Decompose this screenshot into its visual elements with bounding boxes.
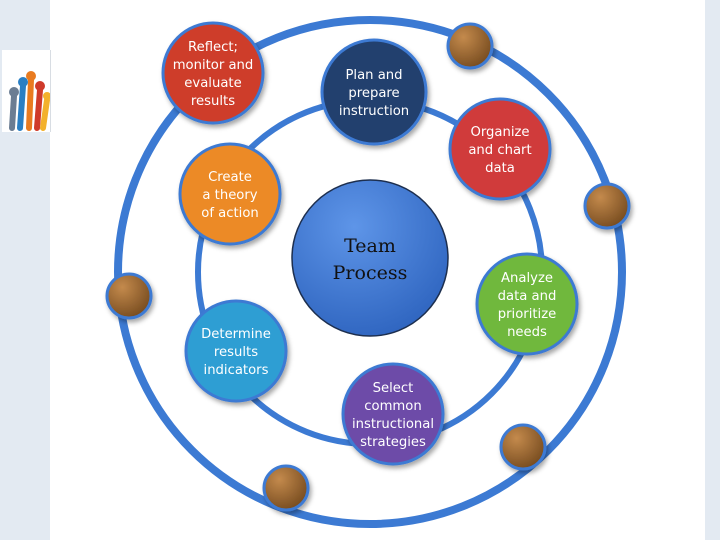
- step-node-create-theory: Create a theory of action: [178, 142, 282, 246]
- step-circle: [184, 299, 288, 403]
- step-node-plan-prepare: Plan and prepare instruction: [320, 38, 428, 146]
- step-label-line: and chart: [468, 143, 531, 158]
- step-label-line: Organize: [470, 125, 529, 140]
- step-label-line: strategies: [360, 435, 426, 450]
- step-label-line: Select: [373, 381, 414, 396]
- connector-node: [446, 22, 494, 70]
- step-label-line: prepare: [348, 86, 399, 101]
- step-label-line: instruction: [339, 104, 409, 119]
- step-circle: [161, 21, 265, 125]
- step-circle: [448, 97, 552, 201]
- step-label-line: Analyze: [501, 271, 553, 286]
- step-circle: [341, 362, 445, 466]
- step-node-organize-chart: Organize and chart data: [448, 97, 552, 201]
- connector-nodes: [105, 22, 631, 512]
- step-label-line: evaluate: [184, 76, 241, 91]
- step-label-line: data: [485, 161, 515, 176]
- connector-node: [262, 464, 310, 512]
- step-label-line: results: [214, 345, 258, 360]
- step-label-line: needs: [507, 325, 547, 340]
- connector-node: [499, 423, 547, 471]
- connector-node: [583, 182, 631, 230]
- step-label-line: Determine: [201, 327, 271, 342]
- step-label-line: results: [191, 94, 235, 109]
- center-label-line-2: Process: [333, 262, 408, 284]
- step-label-line: common: [364, 399, 421, 414]
- step-node-analyze-prioritize: Analyze data and prioritize needs: [475, 252, 579, 356]
- step-label-line: of action: [201, 206, 259, 221]
- outer-ring: [114, 16, 626, 528]
- raised-hands-logo: [2, 50, 51, 132]
- step-label-line: indicators: [204, 363, 269, 378]
- step-label-line: Create: [208, 170, 252, 185]
- step-node-select-strategies: Select common instructional strategies: [341, 362, 445, 466]
- center-label-line-1: Team: [344, 235, 396, 257]
- step-label-line: Plan and: [345, 68, 402, 83]
- step-node-reflect-monitor: Reflect; monitor and evaluate results: [161, 21, 265, 125]
- step-node-determine-indicators: Determine results indicators: [184, 299, 288, 403]
- step-circle: [178, 142, 282, 246]
- center-node: Team Process: [291, 179, 449, 337]
- step-circle: [475, 252, 579, 356]
- step-circle: [320, 38, 428, 146]
- step-label-line: a theory: [202, 188, 257, 203]
- step-label-line: monitor and: [173, 58, 254, 73]
- connector-node: [105, 272, 153, 320]
- step-label-line: prioritize: [498, 307, 556, 322]
- step-label-line: data and: [498, 289, 557, 304]
- step-label-line: Reflect;: [188, 40, 238, 55]
- step-label-line: instructional: [352, 417, 434, 432]
